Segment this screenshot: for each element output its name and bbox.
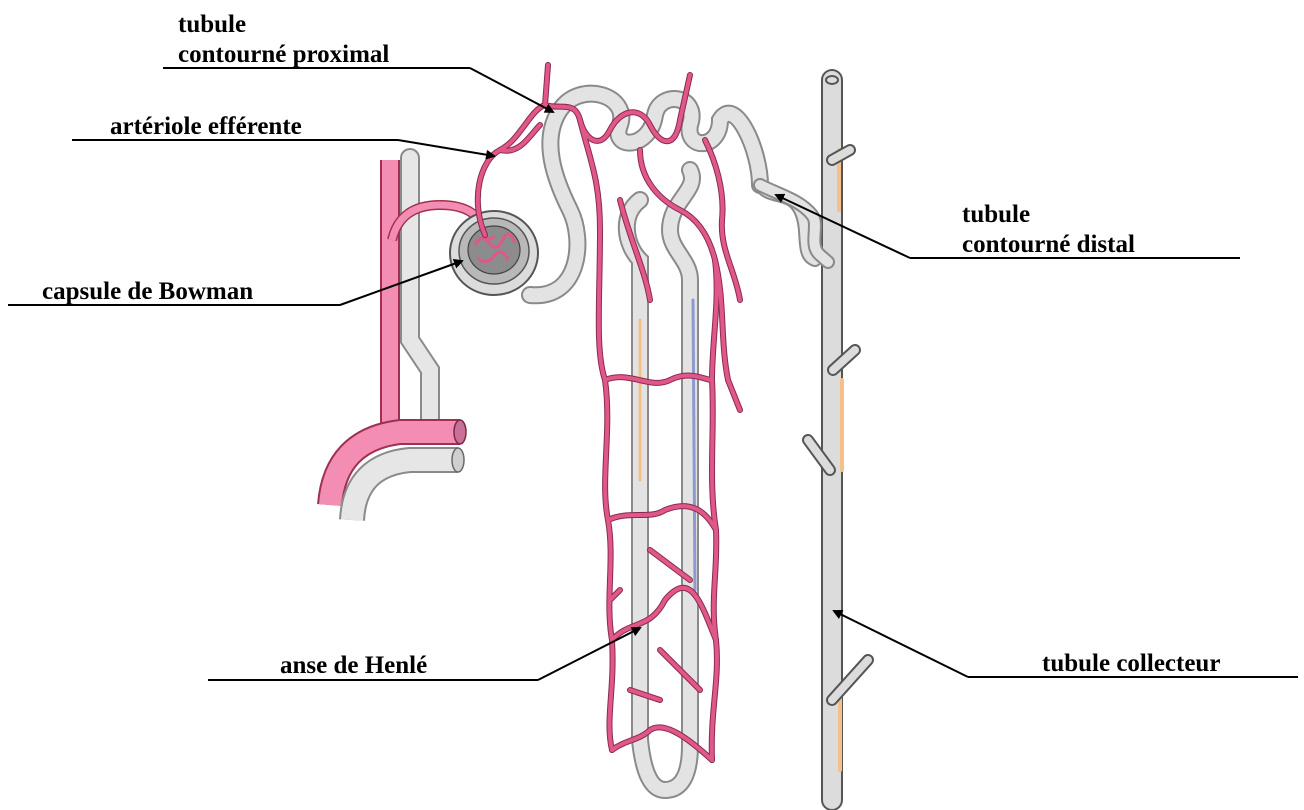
label-proximal-tubule: tubule contourné proximal [163, 11, 553, 112]
label-distal-line1: tubule [962, 201, 1030, 228]
label-distal-line2: contourné distal [962, 231, 1135, 258]
label-loop-of-henle: anse de Henlé [208, 628, 640, 680]
label-bowman: capsule de Bowman [42, 278, 253, 305]
arrow-proximal [470, 68, 553, 112]
label-proximal-line2: contourné proximal [178, 41, 389, 68]
bowman-capsule [450, 211, 538, 295]
label-proximal-line1: tubule [178, 11, 246, 38]
label-distal-tubule: tubule contourné distal [776, 195, 1240, 258]
label-collector: tubule collecteur [1042, 650, 1220, 677]
label-henle: anse de Henlé [280, 652, 427, 679]
label-collecting-tubule: tubule collecteur [834, 611, 1298, 677]
label-efferent-arteriole: artériole efférente [72, 113, 494, 156]
arrow-henle [538, 628, 640, 680]
renal-vessels [330, 158, 485, 520]
label-efferent: artériole efférente [110, 113, 302, 140]
capillary-network [478, 65, 740, 760]
